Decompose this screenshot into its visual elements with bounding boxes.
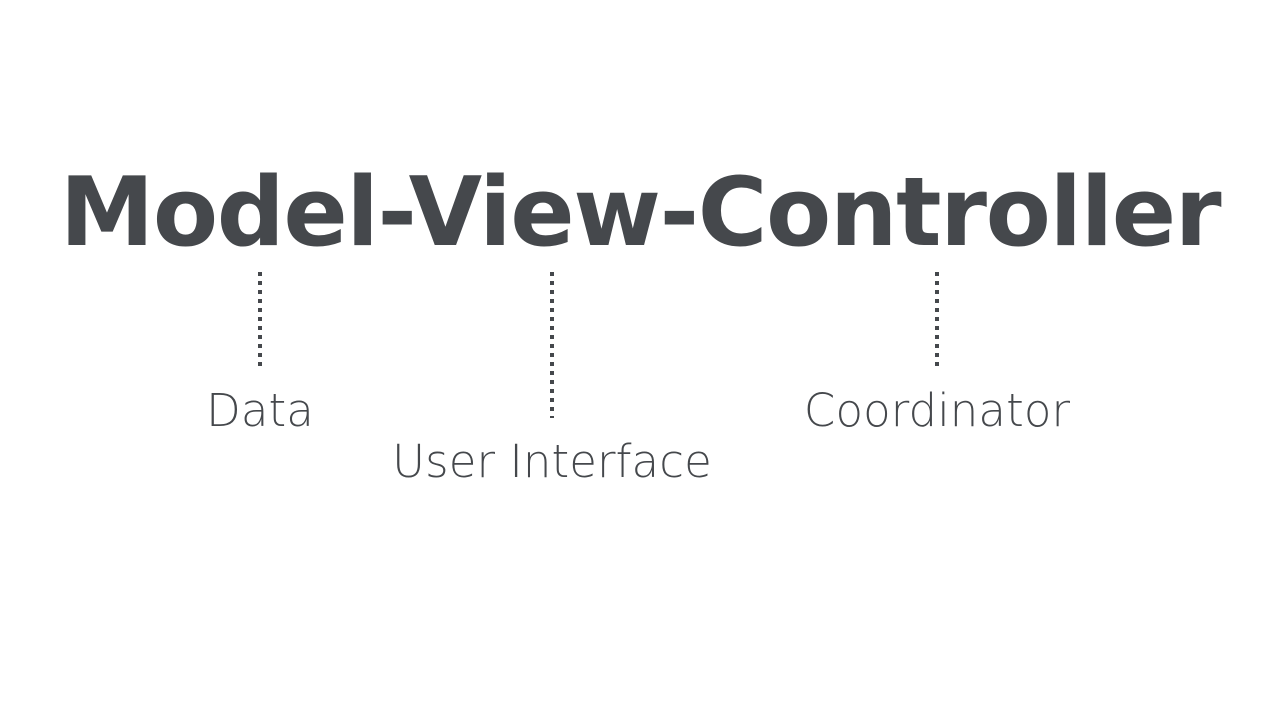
connector-line-view [550, 272, 554, 418]
page-title: Model-View-Controller [59, 158, 1222, 268]
label-model: Data [206, 384, 314, 437]
connector-line-controller [935, 272, 939, 367]
connector-line-model [258, 272, 262, 367]
label-controller: Coordinator [803, 384, 1071, 437]
label-view: User Interface [392, 435, 712, 488]
